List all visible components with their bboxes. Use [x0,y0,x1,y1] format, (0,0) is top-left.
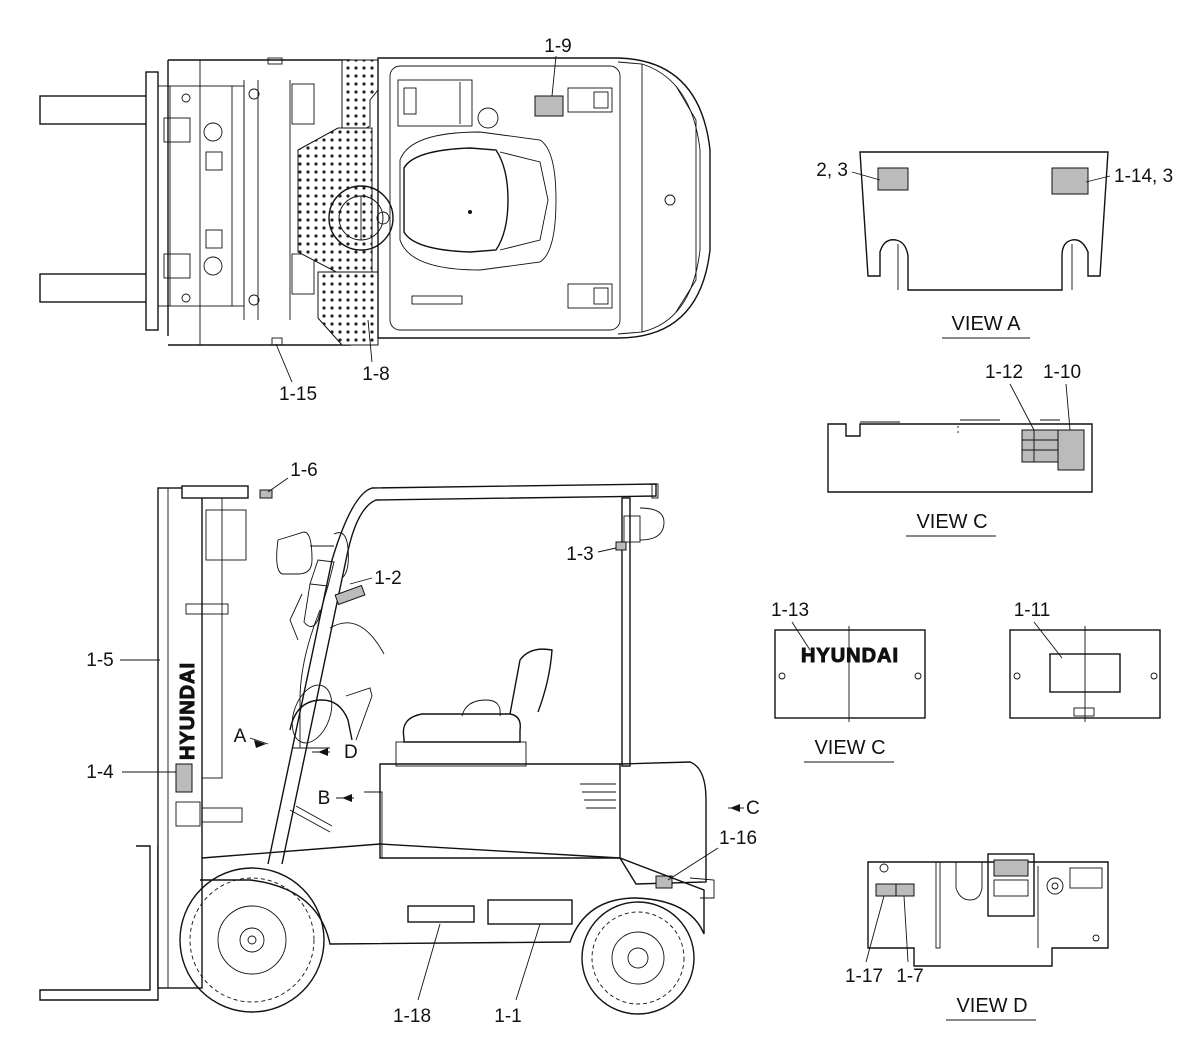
top-seat [403,147,509,253]
callout-1-7: 1-7 [896,966,923,987]
callout-1-11: 1-11 [1014,600,1051,621]
top-fork-upper [39,95,149,125]
side-front-wheel [179,867,325,1013]
callout-b: B [318,788,331,809]
view-a-title: VIEW A [952,313,1022,335]
brand-text-view-c: HYUNDAI [801,645,899,667]
callout-labels: 1-9 1-15 1-8 2, 3 1-14, 3 VIEW A 1-12 1-… [86,36,1173,1027]
callout-1-17: 1-17 [845,966,883,987]
callout-1-1: 1-1 [494,1006,521,1027]
view-d-title: VIEW D [956,995,1027,1017]
top-step-lower [317,271,379,346]
side-body [379,763,621,859]
decal-1-14-3-marker [1051,167,1089,195]
callout-1-4: 1-4 [86,762,114,783]
decal-1-10-marker [1057,429,1085,471]
top-carriage-plate [145,71,159,331]
callout-1-3: 1-3 [566,544,593,565]
decal-1-18-marker [407,905,475,923]
callout-1-9: 1-9 [544,36,571,57]
side-hood-front [289,699,353,741]
decal-1-16-marker [655,875,673,889]
decal-1-6-marker [259,489,273,499]
view-d-control-box [987,853,1035,917]
decal-2-3-marker [877,167,909,191]
callout-2-3: 2, 3 [816,160,848,181]
callout-1-8: 1-8 [362,364,389,385]
callout-d: D [344,742,358,763]
callout-1-18: 1-18 [393,1006,431,1027]
decal-1-17-marker [875,883,897,897]
callout-1-12: 1-12 [985,362,1023,383]
view-c-upper-panel [827,419,1093,493]
decal-1-12-marker [1021,429,1059,463]
decal-1-3-marker [615,541,627,551]
side-rear-wheel [581,901,695,1015]
decal-1-11-marker [1049,653,1121,693]
decal-1-9-marker [534,95,564,117]
callout-1-16: 1-16 [719,828,757,849]
top-fork-lower [39,273,149,303]
view-d-panel [867,853,1109,967]
side-counterweight [619,761,707,885]
side-chassis [200,843,705,945]
callout-1-14-3: 1-14, 3 [1114,166,1173,187]
callout-1-2: 1-2 [374,568,401,589]
callout-1-15: 1-15 [279,384,317,405]
decal-1-2-marker [334,584,366,606]
callout-1-5: 1-5 [86,650,113,671]
brand-text-mast: HYUNDAI [177,662,199,760]
view-c-lower-panels: HYUNDAI [774,626,1161,722]
callout-c: C [746,798,760,819]
side-view: HYUNDAI [39,483,715,1015]
top-steering-wheel [328,185,394,251]
view-c-lower-title: VIEW C [814,737,885,759]
side-seat-cushion [402,713,521,743]
top-body-outline [377,57,711,339]
side-rear-post [621,497,631,767]
callout-a: A [234,726,247,747]
view-a-panel [859,151,1109,291]
leader-lines [120,55,1111,1001]
view-c-upper-title: VIEW C [916,511,987,533]
decal-1-1-marker [487,899,573,925]
callout-1-10: 1-10 [1043,362,1081,383]
decal-1-15-marker [271,337,283,346]
decal-1-4-marker [175,763,193,793]
callout-1-6: 1-6 [290,460,317,481]
callout-1-13: 1-13 [771,600,809,621]
top-view [39,57,711,346]
side-fork [39,845,159,1001]
decal-1-7-marker [895,883,915,897]
